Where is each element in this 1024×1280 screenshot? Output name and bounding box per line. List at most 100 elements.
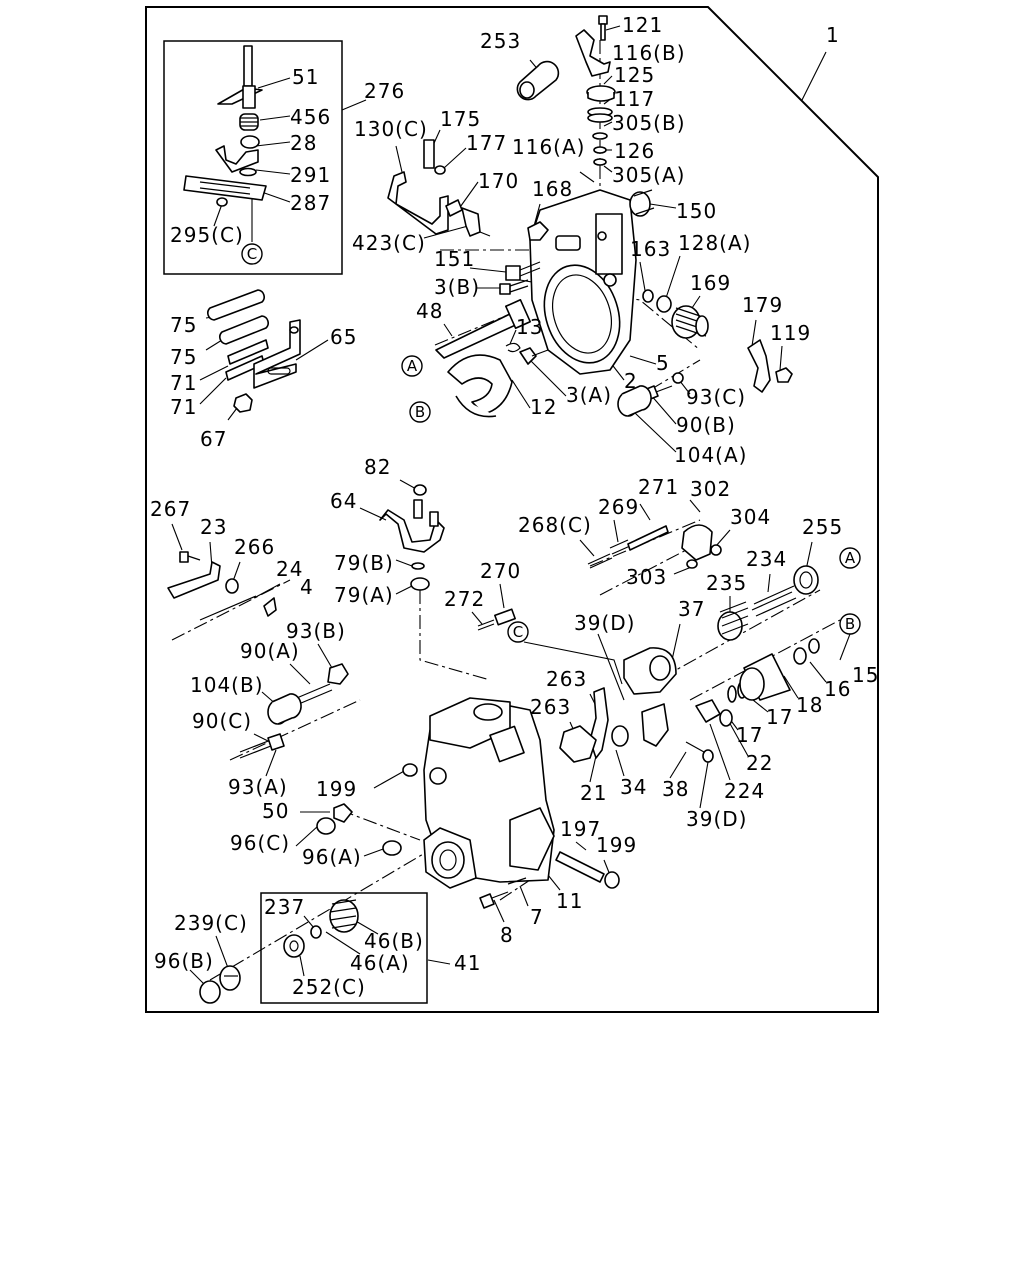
part-24-rod	[199, 595, 257, 621]
part-number-label: 17	[736, 723, 763, 747]
reference-marker-circle	[839, 613, 861, 635]
part-number-label: 71	[170, 395, 197, 419]
part-number-label: 38	[662, 777, 689, 801]
part-169-spring	[671, 305, 709, 339]
part-303-washer	[686, 559, 698, 569]
part-67-bolt	[233, 393, 253, 413]
part-96c-ring	[316, 817, 336, 835]
part-287-plate	[183, 175, 267, 201]
part-number-label: 37	[678, 597, 705, 621]
part-number-label: 267	[150, 497, 191, 521]
part-12-governor-weight	[447, 354, 513, 418]
part-252c-plunger	[283, 934, 305, 958]
part-number-label: 104(A)	[674, 443, 747, 467]
part-46-spring	[329, 899, 359, 933]
part-number-label: 18	[796, 693, 823, 717]
part-175-spring	[423, 139, 435, 169]
part-labels: 1121116(B)253125117305(B)126305(A)116(A)…	[150, 13, 879, 999]
part-number-label: 116(A)	[512, 135, 585, 159]
part-270-pin	[494, 608, 516, 626]
part-number-label: 170	[478, 169, 519, 193]
part-number-label: 291	[290, 163, 331, 187]
part-number-label: 151	[434, 247, 475, 271]
part-104b-bushing	[267, 693, 302, 725]
part-number-label: 199	[316, 777, 357, 801]
part-305b-washer	[592, 132, 608, 140]
part-number-label: 1	[826, 23, 840, 47]
part-number-label: 65	[330, 325, 357, 349]
part-number-label: 96(B)	[154, 949, 214, 973]
part-number-label: 263	[530, 695, 571, 719]
part-number-label: 150	[676, 199, 717, 223]
part-39d-screw	[685, 741, 714, 763]
part-number-label: 96(A)	[302, 845, 362, 869]
part-number-label: 2	[624, 369, 638, 393]
part-18-cylinder	[739, 653, 791, 701]
part-number-label: 90(A)	[240, 639, 300, 663]
part-90c-bolt	[239, 733, 285, 759]
part-16-ring	[793, 647, 807, 665]
part-number-label: 75	[170, 345, 197, 369]
part-150-cap	[629, 189, 655, 217]
part-number-label: 75	[170, 313, 197, 337]
part-295c-pin	[216, 197, 228, 207]
part-number-label: 305(B)	[612, 111, 686, 135]
part-199-cap	[604, 871, 620, 889]
part-8-bolt	[479, 891, 509, 909]
part-271-rod	[627, 525, 669, 551]
part-number-label: 304	[730, 505, 771, 529]
part-151-bolt	[505, 261, 541, 281]
part-291-clip	[239, 167, 257, 177]
part-number-label: 268(C)	[518, 513, 592, 537]
part-37-lever-block	[623, 647, 677, 695]
part-23-lever	[167, 561, 221, 599]
part-number-label: 79(B)	[334, 551, 394, 575]
part-number-label: 82	[364, 455, 391, 479]
part-number-label: 22	[746, 751, 773, 775]
part-11-pump-housing	[423, 697, 555, 889]
part-number-label: 305(A)	[612, 163, 685, 187]
part-number-label: 15	[852, 663, 879, 687]
part-117-spring	[587, 107, 613, 123]
diagram-frame	[145, 6, 879, 1013]
part-130c-bracket	[387, 171, 449, 235]
reference-marker-letter: B	[845, 615, 855, 633]
part-number-label: 28	[290, 131, 317, 155]
part-253-sleeve	[516, 60, 560, 101]
part-121-bolt	[598, 15, 608, 41]
part-number-label: 3(A)	[566, 383, 612, 407]
part-number-label: 64	[330, 489, 357, 513]
part-number-label: 34	[620, 775, 647, 799]
part-119-nut	[775, 367, 793, 383]
part-number-label: 39(D)	[686, 807, 747, 831]
part-64-bracket	[379, 499, 445, 553]
reference-marker-letter: A	[407, 357, 418, 375]
part-305a-washer	[593, 158, 607, 166]
part-48-shaft	[435, 298, 531, 359]
part-423c-screw	[461, 207, 491, 237]
part-4-clip	[263, 597, 277, 617]
part-number-label: 39(D)	[574, 611, 635, 635]
part-456-spring	[239, 113, 259, 131]
reference-marker-letter: C	[513, 623, 523, 641]
reference-marker: A	[401, 355, 423, 377]
part-65-bracket	[253, 319, 301, 389]
part-51-lever-shaft	[217, 45, 263, 109]
reference-marker-circle	[409, 401, 431, 423]
reference-marker-circle	[241, 243, 263, 265]
part-82-nut	[413, 484, 427, 496]
part-number-label: 12	[530, 395, 557, 419]
part-number-label: 3(B)	[434, 275, 480, 299]
part-number-label: 23	[200, 515, 227, 539]
part-237-ring	[310, 925, 322, 939]
part-number-label: 21	[580, 781, 607, 805]
part-number-label: 302	[690, 477, 731, 501]
part-number-label: 17	[766, 705, 793, 729]
part-3b-screw	[499, 279, 529, 295]
part-number-label: 272	[444, 587, 485, 611]
part-28-lever	[215, 135, 260, 173]
part-number-label: 234	[746, 547, 787, 571]
part-number-label: 423(C)	[352, 231, 426, 255]
part-number-label: 117	[614, 87, 655, 111]
